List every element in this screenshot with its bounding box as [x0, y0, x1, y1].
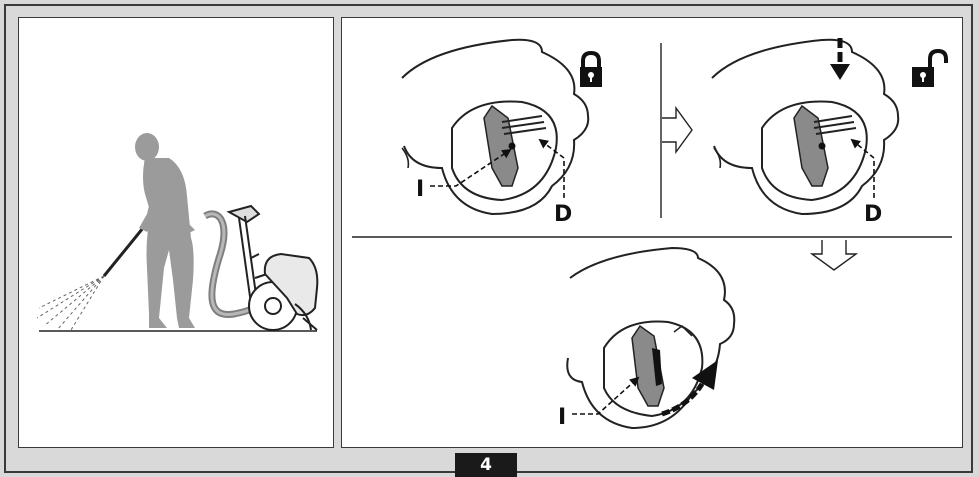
step3-pull-arrow-icon — [662, 360, 718, 414]
trigger-lock-diagram: I D — [342, 18, 961, 446]
operator-spraying-illustration — [19, 18, 332, 446]
padlock-open-icon — [912, 51, 946, 87]
figure-number-badge: 4 — [455, 453, 517, 477]
right-panel-trigger-lock-sequence: I D — [341, 17, 963, 448]
left-panel-operator-illustration — [18, 17, 334, 448]
step-arrow-right-icon — [662, 108, 692, 152]
step1-trigger-label: I — [416, 177, 424, 202]
padlock-closed-icon — [580, 53, 602, 87]
step3-trigger-label: I — [558, 405, 566, 430]
step-arrow-down-icon — [812, 240, 856, 270]
step2-gun-unlocked: D — [712, 38, 898, 227]
water-spray — [37, 276, 104, 330]
step3-gun-trigger-pulled: I — [558, 248, 734, 430]
step1-gun-locked: I D — [402, 40, 588, 227]
spray-lance — [104, 228, 143, 276]
step2-lock-label: D — [864, 202, 882, 227]
step1-lock-label: D — [554, 202, 572, 227]
operator-silhouette — [135, 133, 195, 328]
